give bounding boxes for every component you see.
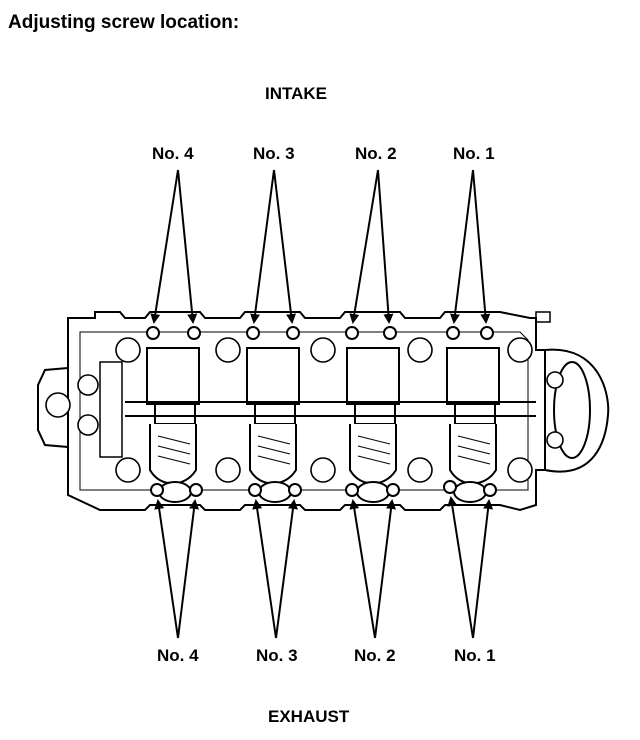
exhaust-screw-no3b xyxy=(288,483,302,497)
exhaust-label-no2: No. 2 xyxy=(354,646,396,665)
intake-arrow-no3a xyxy=(250,169,275,324)
exhaust-screw-no1b xyxy=(483,483,497,497)
exhaust-label-no3: No. 3 xyxy=(256,646,298,665)
exhaust-arrow-no1b xyxy=(472,499,494,639)
intake-screw-no1b xyxy=(480,326,494,340)
exhaust-screw-no3a xyxy=(248,483,262,497)
intake-screw-no4b xyxy=(187,326,201,340)
intake-screw-no3b xyxy=(286,326,300,340)
rocker-assembly-no1 xyxy=(446,347,500,503)
exhaust-arrow-no2a xyxy=(349,499,376,639)
exhaust-arrow-no2b xyxy=(374,499,396,639)
exhaust-arrow-no4b xyxy=(177,499,199,639)
intake-arrow-no3b xyxy=(273,169,297,324)
intake-screw-no2b xyxy=(383,326,397,340)
intake-label-no2: No. 2 xyxy=(355,144,397,163)
exhaust-screw-no1a xyxy=(443,480,457,494)
intake-screw-no3a xyxy=(246,326,260,340)
rocker-shafts xyxy=(125,401,536,417)
exhaust-screw-no2b xyxy=(386,483,400,497)
exhaust-label-no1: No. 1 xyxy=(454,646,496,665)
intake-arrow-no1b xyxy=(472,169,491,324)
intake-label-no3: No. 3 xyxy=(253,144,295,163)
exhaust-arrow-no3b xyxy=(275,499,298,639)
exhaust-arrow-no3a xyxy=(252,499,277,639)
exhaust-screw-no4b xyxy=(189,483,203,497)
intake-heading: INTAKE xyxy=(265,84,328,103)
adjusting-screws xyxy=(146,326,497,497)
intake-label-no1: No. 1 xyxy=(453,144,495,163)
exhaust-screw-no2a xyxy=(345,483,359,497)
exhaust-arrow-no1a xyxy=(447,496,474,639)
rocker-assembly-no3 xyxy=(246,347,300,503)
intake-arrow-no2b xyxy=(377,169,394,324)
intake-label-no4: No. 4 xyxy=(152,144,194,163)
intake-screw-no4a xyxy=(146,326,160,340)
intake-screw-no2a xyxy=(345,326,359,340)
exhaust-screw-no4a xyxy=(150,483,164,497)
diagram-title: Adjusting screw location: xyxy=(8,12,240,33)
intake-arrow-no4a xyxy=(150,169,179,324)
intake-arrows xyxy=(150,169,491,324)
intake-arrow-no4b xyxy=(177,169,198,324)
rocker-arm-assemblies xyxy=(146,347,500,503)
rocker-assembly-no4 xyxy=(146,347,200,503)
intake-arrow-no2a xyxy=(349,169,379,324)
intake-screw-no1a xyxy=(446,326,460,340)
camshaft-journals xyxy=(45,337,564,483)
exhaust-arrows xyxy=(154,496,494,639)
exhaust-heading: EXHAUST xyxy=(268,707,350,726)
exhaust-label-no4: No. 4 xyxy=(157,646,199,665)
intake-arrow-no1a xyxy=(450,169,474,324)
exhaust-arrow-no4a xyxy=(154,499,179,639)
rocker-assembly-no2 xyxy=(346,347,400,503)
